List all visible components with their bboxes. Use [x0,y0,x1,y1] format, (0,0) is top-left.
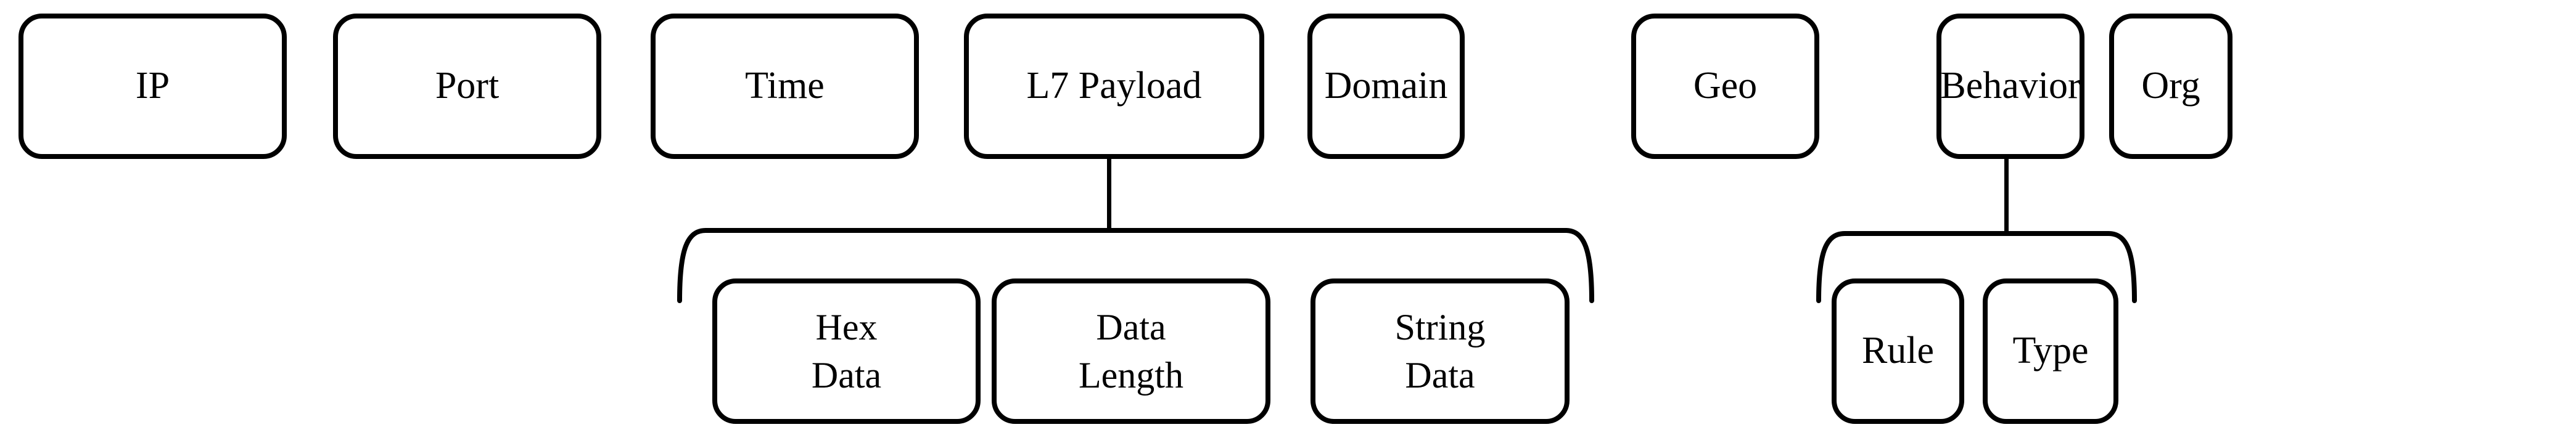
child-node-string-data[interactable]: String Data [1311,278,1570,424]
child-node-data-length[interactable]: Data Length [992,278,1270,424]
node-label-rule: Rule [1861,330,1935,372]
node-ip[interactable]: IP [19,14,287,159]
node-label-behavior: Behavior [1940,65,2081,107]
connector-line-l7-payload [1107,159,1111,230]
node-time[interactable]: Time [651,14,919,159]
node-geo[interactable]: Geo [1631,14,1819,159]
child-node-type[interactable]: Type [1983,278,2118,424]
node-label-port: Port [435,65,500,107]
node-l7-payload[interactable]: L7 Payload [964,14,1264,159]
node-domain[interactable]: Domain [1307,14,1465,159]
node-org[interactable]: Org [2109,14,2232,159]
node-label-type: Type [2012,330,2089,372]
node-label-hex-data: Hex Data [811,307,882,396]
node-label-ip: IP [135,65,170,107]
node-label-domain: Domain [1324,65,1448,107]
node-label-time: Time [745,65,825,107]
node-label-data-length: Data Length [1079,307,1183,396]
node-behavior[interactable]: Behavior [1936,14,2084,159]
node-port[interactable]: Port [333,14,601,159]
node-label-string-data: String Data [1394,307,1486,396]
node-label-org: Org [2141,65,2200,107]
child-node-rule[interactable]: Rule [1832,278,1964,424]
child-node-hex-data[interactable]: Hex Data [712,278,981,424]
node-label-l7-payload: L7 Payload [1026,65,1202,107]
connector-line-behavior [2004,159,2009,232]
node-label-geo: Geo [1693,65,1758,107]
